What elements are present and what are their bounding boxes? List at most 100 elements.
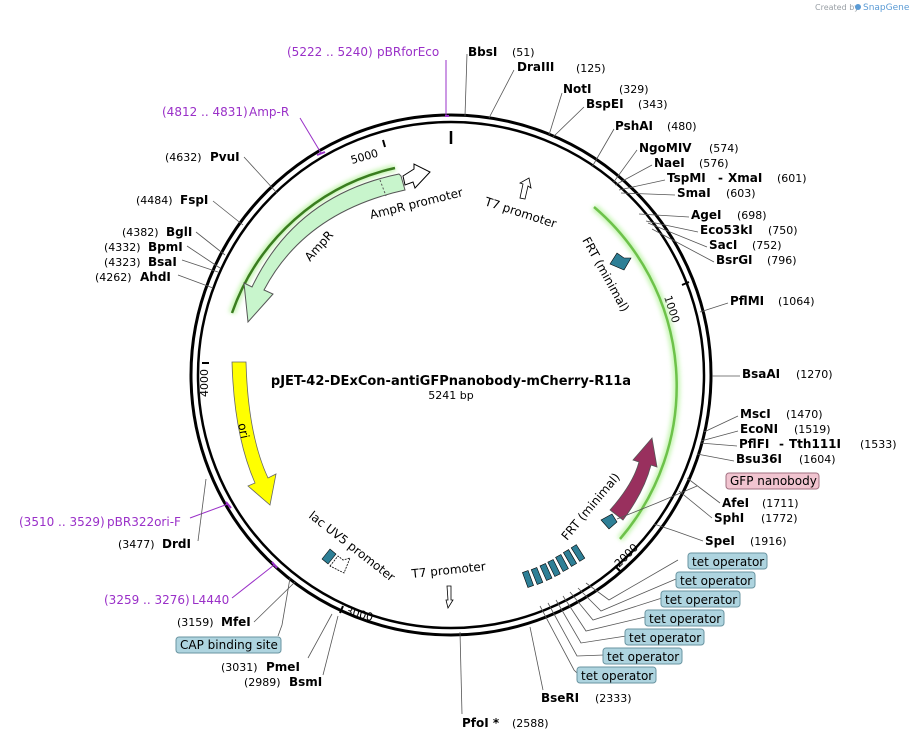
leader-tet-7 (539, 605, 579, 675)
leader-smai (620, 192, 676, 196)
enzyme-bgli-pos: (4382) (122, 226, 159, 239)
enzyme-bsu36i-pos: (1604) (799, 453, 836, 466)
leader-pshai (591, 128, 615, 168)
enzyme-bsai-name: BsaI (148, 255, 177, 269)
leader-bbsi (464, 53, 468, 117)
leader-drdi (197, 478, 207, 542)
ori-arrow (231, 361, 277, 506)
tick-label-3000: 3000 (344, 604, 374, 624)
enzyme-draiii-name: DraIII (517, 60, 554, 74)
t7-promoter-top-label: T7 promoter (482, 194, 558, 231)
tet-operator-block (570, 544, 586, 562)
enzyme-pvui-name: PvuI (210, 150, 240, 164)
enzyme-tspmi-pos: (601) (777, 172, 807, 185)
enzyme-bgli-name: BglI (166, 225, 192, 239)
leader-bgli (195, 231, 226, 256)
tick-label-5000: 5000 (349, 147, 379, 167)
tet-operator-block (539, 563, 553, 581)
leader-agei (638, 213, 690, 218)
primer-pbr322ori-f-name: pBR322ori-F (107, 515, 181, 529)
enzyme-bbsi-pos: (51) (512, 46, 535, 59)
enzyme-eco53ki-name: Eco53kI (700, 223, 753, 237)
cap-binding-site-box (175, 636, 282, 654)
leader-bsmi (322, 615, 339, 676)
leader-tet-2 (577, 578, 677, 612)
leader-pflfi (699, 442, 738, 447)
leader-afei (686, 477, 721, 504)
primer-mark (316, 151, 326, 156)
enzyme-econi-name: EcoNI (740, 422, 778, 436)
enzyme-bsu36i-name: Bsu36I (736, 452, 782, 466)
enzyme-saci-pos: (752) (752, 239, 782, 252)
tick-mark-3000 (339, 605, 344, 614)
primer-pbrforeco-name: pBRforEco (377, 45, 439, 59)
enzyme-noti-pos: (329) (619, 83, 649, 96)
cap-binding-site-label: CAP binding site (180, 638, 278, 652)
leader-fspi (212, 200, 244, 226)
tick-mark-2000 (614, 565, 621, 572)
tet-operator-box (624, 628, 705, 646)
enzyme-pmei-name: PmeI (266, 660, 300, 674)
enzyme-bbsi-name: BbsI (468, 45, 497, 59)
gfp-nanobody-arrow (609, 437, 658, 521)
enzyme-bsaai-pos: (1270) (796, 368, 833, 381)
tet-operator-block (530, 567, 544, 585)
leader-pmei (307, 613, 333, 659)
enzyme-mfei-pos: (3159) (177, 616, 214, 629)
primer-pbr322ori-f: (3510 .. 3529) pBR322ori-F (19, 501, 232, 529)
tet-operator-block (562, 549, 578, 567)
ampr-arrow (243, 173, 406, 324)
enzyme-bsmi-name: BsmI (289, 675, 322, 689)
leader-sphi (678, 490, 713, 519)
primer-l4440: (3259 .. 3276) L4440 (104, 561, 278, 607)
frt-top-label: FRT (minimal) (579, 235, 632, 315)
enzyme-bsrgi-pos: (796) (767, 254, 797, 267)
tet-operator-box (602, 647, 683, 665)
primer-leader (299, 117, 322, 154)
enzyme-bspei-pos: (343) (638, 98, 668, 111)
enzyme-pmei-pos: (3031) (221, 661, 258, 674)
credit-brand: SnapGene (863, 3, 910, 13)
leader-tet-5 (555, 599, 627, 644)
credit-prefix: Created by (815, 3, 859, 12)
leader-tet-1 (585, 559, 679, 601)
primer-amp-r-range: (4812 .. 4831) (162, 105, 248, 119)
enzyme-fspi-pos: (4484) (136, 194, 173, 207)
leader-saci (647, 222, 708, 248)
tet-operator-block (547, 559, 561, 577)
enzyme-afei-pos: (1711) (762, 497, 799, 510)
enzyme-sphi-name: SphI (714, 511, 744, 525)
leader-ngomiv (612, 149, 638, 184)
backbone-inner-ring (196, 120, 706, 630)
t7-promoter-top-arrow (519, 177, 532, 200)
enzyme-bspei-name: BspEI (586, 97, 624, 111)
leader-bseri (529, 626, 544, 691)
enzyme-ngomiv-name: NgoMIV (639, 141, 692, 155)
enzyme-pflmi-pos: (1064) (778, 295, 815, 308)
tet-operator-label: tet operator (680, 574, 752, 588)
tet-operator-blocks (522, 544, 586, 588)
tet-operator-box (576, 666, 657, 684)
enzyme-xmai-name: XmaI (728, 171, 762, 185)
enzyme-pfoi-name: PfoI * (462, 716, 500, 730)
tet-operator-label: tet operator (649, 612, 721, 626)
tet-operator-label: tet operator (607, 650, 679, 664)
lac-uv5-promoter-arrow (329, 555, 351, 574)
leader-tet-3 (569, 591, 663, 621)
enzyme-noti-name: NotI (563, 82, 592, 96)
selection-highlight-right-line (593, 206, 678, 540)
enzyme-bpmi-name: BpmI (148, 240, 183, 254)
ampr-dashed-marker (379, 179, 387, 197)
t7-promoter-bottom-arrow (445, 585, 454, 610)
primer-leader (189, 503, 229, 519)
enzyme-pflfi-pos: (1533) (860, 438, 897, 451)
enzyme-bsmi-pos: (2989) (244, 676, 281, 689)
tet-operator-label: tet operator (692, 555, 764, 569)
leader-spei (653, 523, 704, 542)
enzyme-econi-pos: (1519) (794, 423, 831, 436)
enzyme-pshai-pos: (480) (667, 120, 697, 133)
tet-operator-box (644, 609, 725, 627)
primer-leader (231, 564, 275, 599)
enzyme-leader-lines (177, 53, 740, 715)
